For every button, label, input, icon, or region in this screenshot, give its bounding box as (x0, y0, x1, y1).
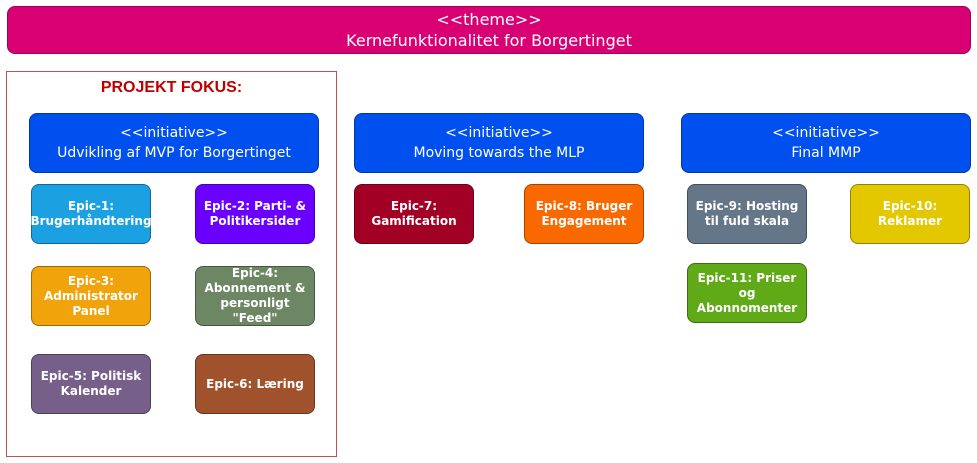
epic-label: Epic-4: Abonnement & personligt "Feed" (204, 266, 306, 325)
epic-7-card[interactable]: Epic-7: Gamification (354, 184, 474, 244)
epic-label: Epic-6: Læring (206, 376, 304, 391)
epic-label: Epic-10: Reklamer (877, 199, 943, 228)
epic-6-card[interactable]: Epic-6: Læring (195, 354, 315, 414)
initiative-mmp[interactable]: <<initiative>> Final MMP (681, 113, 971, 173)
epic-5-card[interactable]: Epic-5: Politisk Kalender (31, 354, 151, 414)
epic-3-card[interactable]: Epic-3: Administrator Panel (31, 266, 151, 326)
initiative-label: <<initiative>> Final MMP (772, 123, 880, 163)
theme-node[interactable]: <<theme>> Kernefunktionalitet for Borger… (7, 6, 971, 54)
project-focus-title: PROJEKT FOKUS: (100, 79, 243, 96)
epic-2-card[interactable]: Epic-2: Parti- & Politikersider (195, 184, 315, 244)
epic-4-card[interactable]: Epic-4: Abonnement & personligt "Feed" (195, 266, 315, 326)
epic-9-card[interactable]: Epic-9: Hosting til fuld skala (687, 184, 807, 244)
initiative-mvp[interactable]: <<initiative>> Udvikling af MVP for Borg… (29, 113, 319, 173)
initiative-label: <<initiative>> Moving towards the MLP (413, 123, 584, 163)
epic-11-card[interactable]: Epic-11: Priser og Abonnomenter (687, 263, 807, 323)
initiative-stereotype: <<initiative>> (120, 125, 228, 141)
epic-label: Epic-3: Administrator Panel (44, 273, 138, 318)
epic-label: Epic-5: Politisk Kalender (40, 369, 142, 398)
epic-label: Epic-1: Brugerhåndtering (30, 199, 152, 228)
epic-label: Epic-2: Parti- & Politikersider (203, 199, 307, 228)
initiative-stereotype: <<initiative>> (445, 125, 553, 141)
theme-title: Kernefunktionalitet for Borgertinget (346, 31, 632, 50)
initiative-title: Moving towards the MLP (413, 145, 585, 161)
initiative-title: Final MMP (791, 145, 861, 161)
initiative-label: <<initiative>> Udvikling af MVP for Borg… (57, 123, 291, 163)
initiative-stereotype: <<initiative>> (772, 125, 880, 141)
theme-stereotype: <<theme>> (436, 10, 542, 29)
epic-label: Epic-7: Gamification (371, 199, 457, 228)
initiative-mlp[interactable]: <<initiative>> Moving towards the MLP (354, 113, 644, 173)
theme-label: <<theme>> Kernefunktionalitet for Borger… (346, 9, 632, 51)
epic-label: Epic-9: Hosting til fuld skala (695, 199, 799, 228)
epic-label: Epic-11: Priser og Abonnomenter (696, 270, 798, 315)
epic-10-card[interactable]: Epic-10: Reklamer (850, 184, 970, 244)
epic-8-card[interactable]: Epic-8: Bruger Engagement (524, 184, 644, 244)
epic-label: Epic-8: Bruger Engagement (535, 199, 633, 228)
epic-1-card[interactable]: Epic-1: Brugerhåndtering (30, 184, 152, 244)
initiative-title: Udvikling af MVP for Borgertinget (57, 145, 291, 161)
